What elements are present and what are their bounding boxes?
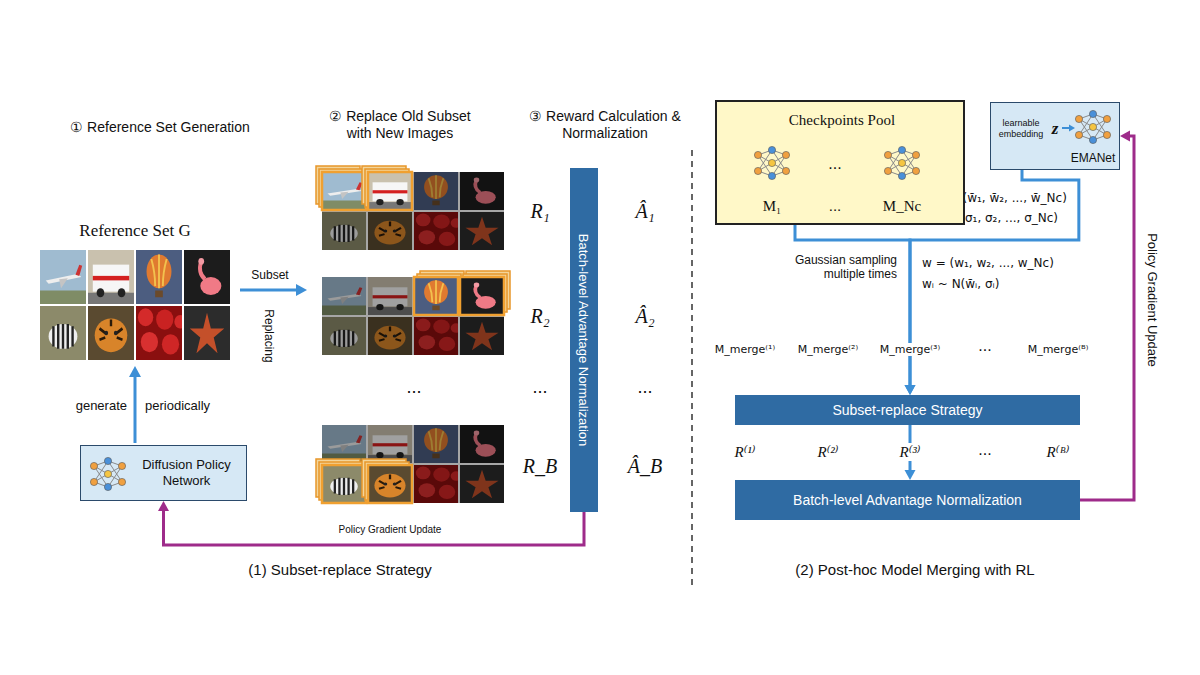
node-text: z (1052, 119, 1059, 139)
connector (158, 501, 584, 545)
connector (1080, 131, 1134, 501)
connector (795, 225, 916, 395)
ellipsis: ... (637, 377, 652, 399)
arrow-label: Gaussian sampling multiple times (772, 253, 897, 282)
embedding-arrow (1061, 123, 1077, 133)
node-text: Diffusion Policy Network (133, 457, 240, 488)
formula: w = (w₁, w₂, ..., w_Nc) (922, 256, 1054, 270)
generate-arrow (129, 366, 141, 443)
set-label: Reference Set G (79, 221, 190, 241)
image-stack (322, 271, 510, 355)
merged-model: M_merge⁽¹⁾ (715, 343, 775, 356)
normalization-band: Batch-level Advantage Normalization (570, 168, 598, 512)
edge-label: Policy Gradient Update (339, 524, 442, 536)
step-title: ② Replace Old Subset with New Images (315, 108, 485, 142)
ellipsis: ... (978, 440, 991, 459)
reference-images (40, 250, 230, 360)
panel-caption: (2) Post-hoc Model Merging with RL (795, 561, 1034, 579)
policy-network-box: Diffusion Policy Network (80, 445, 247, 501)
image-stack (316, 425, 504, 503)
advantage-symbol: Â₁ (635, 199, 654, 223)
advantage-symbol: Â_B (628, 454, 662, 478)
network-icon (884, 146, 920, 180)
replace-arrow (240, 284, 307, 296)
network-icon (90, 457, 126, 491)
advantage-symbol: Â₂ (635, 304, 654, 328)
ellipsis: ... (532, 377, 547, 399)
arrow-label: generate (76, 398, 127, 414)
strategy-box: Subset-replace Strategy (735, 395, 1080, 425)
edge-label: Policy Gradient Update (1144, 233, 1160, 367)
formula: wᵢ ~ N(w̄ᵢ, σᵢ) (922, 277, 999, 291)
checkpoints-pool: Checkpoints Pool... M₁... M_Nc (715, 100, 965, 225)
image-stack (316, 166, 504, 250)
reward-symbol: R⁽¹⁾ (734, 443, 755, 461)
step-title: ③ Reward Calculation & Normalization (527, 108, 683, 142)
node-text: M₁ (763, 197, 782, 215)
step-title: ① Reference Set Generation (70, 119, 250, 136)
reward-symbol: R_B (523, 454, 557, 478)
node-text: ... (828, 154, 841, 173)
arrow-label: periodically (145, 398, 210, 414)
merged-model: M_merge⁽³⁾ (877, 343, 943, 356)
ellipsis: ... (406, 377, 421, 399)
reward-symbol: R⁽ᴮ⁾ (1047, 443, 1070, 461)
node-text: Subset-replace Strategy (832, 402, 982, 419)
node-text: EMANet (1071, 151, 1116, 165)
ellipsis: ... (978, 336, 991, 355)
merged-model: M_merge⁽²⁾ (798, 343, 858, 356)
node-text: Checkpoints Pool (789, 111, 895, 129)
emanet-box: learnable embeddingzEMANet (990, 102, 1120, 170)
node-text: M_Nc (883, 197, 921, 215)
node-text: ... (829, 197, 842, 215)
network-icon (1075, 110, 1111, 144)
reward-symbol: R₂ (530, 304, 549, 328)
reward-symbol: R⁽³⁾ (896, 443, 923, 461)
reward-symbol: R⁽²⁾ (817, 443, 838, 461)
node-text: learnable embedding (994, 118, 1048, 140)
node-text: Batch-level Advantage Normalization (575, 234, 591, 446)
arrow-label: Subset (251, 268, 288, 282)
panel-divider (691, 150, 693, 585)
network-icon (754, 146, 790, 180)
node-text: Batch-level Advantage Normalization (793, 492, 1022, 509)
merged-model: M_merge⁽ᴮ⁾ (1028, 343, 1089, 356)
normalization-box: Batch-level Advantage Normalization (735, 480, 1080, 520)
reward-symbol: R₁ (530, 199, 549, 223)
panel-caption: (1) Subset-replace Strategy (248, 561, 431, 579)
arrow-label: Replacing (262, 309, 276, 362)
